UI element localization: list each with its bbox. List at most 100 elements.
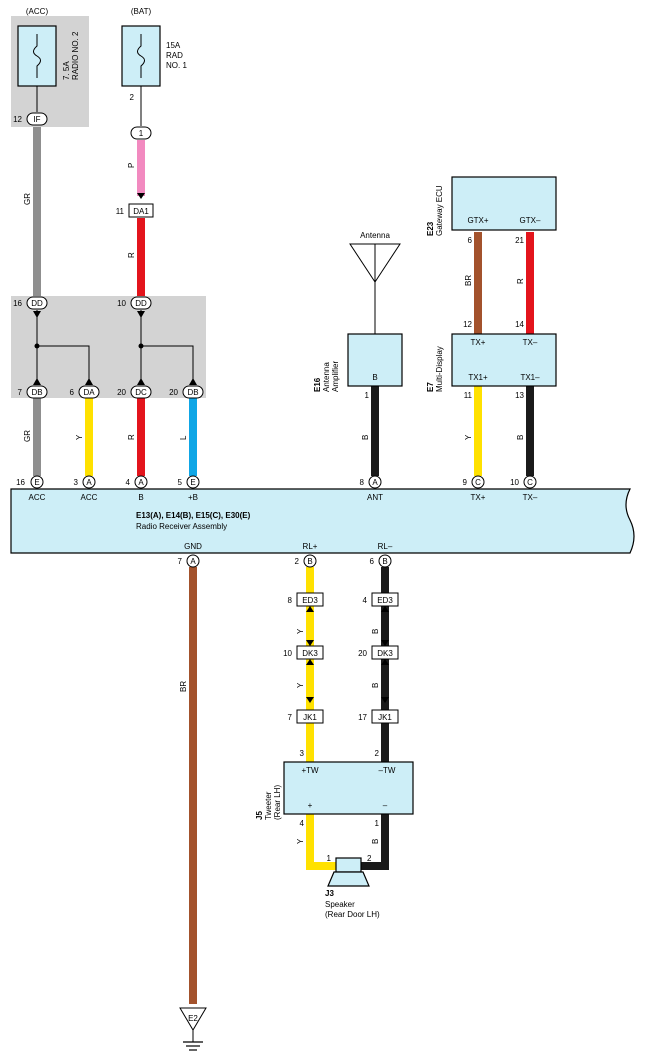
ground-label: E2 bbox=[188, 1014, 198, 1023]
svg-text:7: 7 bbox=[178, 557, 183, 566]
gateway-ecu: GTX+ GTX– E23 Gateway ECU 6 21 bbox=[426, 176, 557, 245]
svg-text:6: 6 bbox=[370, 557, 375, 566]
svg-text:DA1: DA1 bbox=[133, 207, 149, 216]
svg-text:1: 1 bbox=[327, 854, 332, 863]
svg-text:Y: Y bbox=[296, 628, 305, 634]
svg-text:B: B bbox=[516, 435, 525, 440]
bat-label: (BAT) bbox=[131, 7, 152, 16]
acc-fuse-amp: 7. 5A bbox=[62, 61, 71, 80]
speaker-icon bbox=[335, 857, 362, 873]
splice-dot-acc bbox=[34, 343, 40, 349]
antenna-amp-code: E16 bbox=[313, 377, 322, 392]
svg-text:ED3: ED3 bbox=[377, 596, 393, 605]
svg-text:Amplifier: Amplifier bbox=[331, 361, 340, 392]
svg-text:3: 3 bbox=[74, 478, 79, 487]
svg-text:TX1+: TX1+ bbox=[468, 373, 488, 382]
conn-da1: DA1 11 bbox=[116, 203, 154, 218]
svg-text:Y: Y bbox=[296, 682, 305, 688]
svg-text:TX1–: TX1– bbox=[520, 373, 540, 382]
connector-chevrons bbox=[33, 193, 389, 703]
svg-text:5: 5 bbox=[178, 478, 183, 487]
svg-text:B: B bbox=[372, 373, 377, 382]
conn-dd-right: DD 10 bbox=[117, 296, 152, 310]
svg-text:Antenna: Antenna bbox=[360, 231, 390, 240]
svg-text:P: P bbox=[127, 163, 136, 168]
svg-text:R: R bbox=[127, 434, 136, 440]
svg-text:(Rear Door LH): (Rear Door LH) bbox=[325, 910, 380, 919]
svg-text:TX–: TX– bbox=[523, 338, 538, 347]
svg-text:8: 8 bbox=[360, 478, 365, 487]
svg-text:–TW: –TW bbox=[379, 766, 396, 775]
svg-text:RL+: RL+ bbox=[303, 542, 318, 551]
radio-bottom-pins: A 7 B 2 B 6 bbox=[178, 554, 392, 568]
gateway-code: E23 bbox=[426, 221, 435, 236]
svg-text:21: 21 bbox=[515, 236, 524, 245]
svg-text:C: C bbox=[475, 478, 481, 487]
svg-text:4: 4 bbox=[363, 596, 368, 605]
conn-dk3: DK3 10 DK3 20 bbox=[283, 645, 399, 660]
svg-text:B: B bbox=[371, 839, 380, 844]
svg-text:A: A bbox=[86, 478, 92, 487]
conn-bat-1: 1 bbox=[130, 126, 152, 140]
svg-text:DD: DD bbox=[135, 299, 147, 308]
svg-text:20: 20 bbox=[358, 649, 367, 658]
svg-text:C: C bbox=[527, 478, 533, 487]
wires bbox=[33, 127, 534, 1004]
svg-text:10: 10 bbox=[117, 299, 126, 308]
svg-text:B: B bbox=[361, 435, 370, 440]
svg-text:9: 9 bbox=[463, 478, 468, 487]
antenna: Antenna B E16 Antenna Amplifier 1 bbox=[313, 231, 403, 400]
junction-area bbox=[11, 296, 206, 398]
svg-text:RL–: RL– bbox=[378, 542, 393, 551]
svg-text:GR: GR bbox=[23, 193, 32, 205]
svg-text:ACC: ACC bbox=[81, 493, 98, 502]
wire-color-labels: GR P R GR Y R L B BR R Y B BR Y B Y B Y … bbox=[23, 163, 525, 844]
tweeter-code: J5 bbox=[255, 811, 264, 820]
acc-label: (ACC) bbox=[26, 7, 49, 16]
svg-text:B: B bbox=[371, 629, 380, 634]
svg-text:10: 10 bbox=[510, 478, 519, 487]
svg-text:16: 16 bbox=[13, 299, 22, 308]
svg-text:(Rear LH): (Rear LH) bbox=[273, 785, 282, 820]
svg-text:Y: Y bbox=[464, 434, 473, 440]
svg-text:16: 16 bbox=[16, 478, 25, 487]
wire-y-spk bbox=[306, 814, 336, 870]
svg-text:B: B bbox=[307, 557, 312, 566]
bat-fuse-amp: 15A bbox=[166, 41, 181, 50]
svg-text:DB: DB bbox=[31, 388, 42, 397]
svg-text:1: 1 bbox=[365, 391, 370, 400]
svg-text:JK1: JK1 bbox=[303, 713, 317, 722]
acc-fuse: (ACC) 7. 5A RADIO NO. 2 bbox=[17, 7, 80, 112]
speaker-code: J3 bbox=[325, 889, 334, 898]
svg-text:6: 6 bbox=[70, 388, 75, 397]
svg-text:6: 6 bbox=[468, 236, 473, 245]
svg-text:GTX+: GTX+ bbox=[467, 216, 488, 225]
conn-ed3: ED3 8 ED3 4 bbox=[288, 592, 399, 607]
svg-text:E: E bbox=[190, 478, 195, 487]
svg-text:ED3: ED3 bbox=[302, 596, 318, 605]
svg-text:Y: Y bbox=[75, 434, 84, 440]
svg-text:B: B bbox=[382, 557, 387, 566]
svg-text:8: 8 bbox=[288, 596, 293, 605]
tweeter: 3 2 +TW –TW + – J5 Tweeter (Rear LH) 4 1 bbox=[255, 749, 414, 828]
svg-text:17: 17 bbox=[358, 713, 367, 722]
bat-fuse-name-2: NO. 1 bbox=[166, 61, 187, 70]
svg-text:GTX–: GTX– bbox=[520, 216, 541, 225]
svg-text:TX+: TX+ bbox=[471, 338, 486, 347]
ground-e2: E2 bbox=[179, 1007, 207, 1051]
svg-text:L: L bbox=[179, 435, 188, 440]
svg-text:7: 7 bbox=[18, 388, 23, 397]
svg-text:BR: BR bbox=[464, 275, 473, 286]
svg-text:A: A bbox=[372, 478, 378, 487]
bat-fuse: (BAT) 15A RAD NO. 1 2 bbox=[121, 7, 187, 126]
svg-text:GR: GR bbox=[23, 430, 32, 442]
conn-jk1: JK1 7 JK1 17 bbox=[288, 709, 399, 724]
svg-text:B: B bbox=[138, 493, 143, 502]
svg-text:ANT: ANT bbox=[367, 493, 383, 502]
svg-text:2: 2 bbox=[295, 557, 300, 566]
conn-db-right: DB 20 bbox=[169, 385, 204, 399]
svg-text:E: E bbox=[34, 478, 39, 487]
svg-text:13: 13 bbox=[515, 391, 524, 400]
svg-text:1: 1 bbox=[139, 129, 144, 138]
